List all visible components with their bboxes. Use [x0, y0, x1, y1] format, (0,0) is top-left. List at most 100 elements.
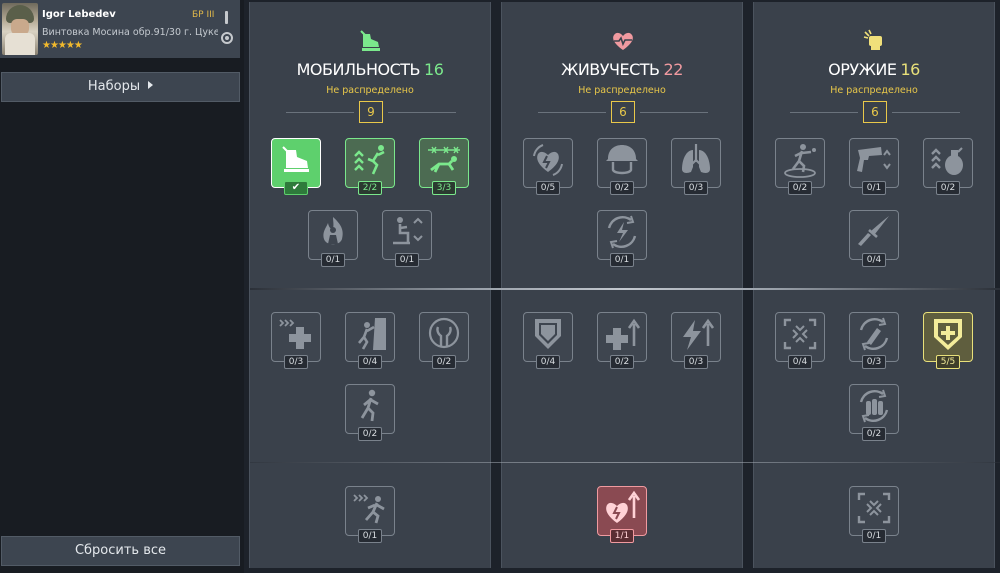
ammo-icon	[859, 389, 889, 423]
skill-badge: 0/2	[610, 181, 634, 195]
skill-ammo[interactable]: 0/2	[849, 384, 899, 441]
reload-icon	[859, 317, 889, 351]
triangle-right-icon	[148, 81, 154, 89]
skill-focus[interactable]: 0/1	[849, 486, 899, 543]
avatar	[2, 3, 38, 55]
skill-badge: 2/2	[358, 181, 382, 195]
skill-badge: 5/5	[936, 355, 960, 369]
regen-icon	[607, 215, 637, 249]
sprint-medkit-icon	[279, 319, 311, 349]
skill-lamp[interactable]: 0/2	[419, 312, 469, 369]
skill-badge: 0/2	[788, 181, 812, 195]
skill-badge: 0/1	[862, 181, 886, 195]
skill-shield[interactable]: 0/4	[523, 312, 573, 369]
lungs-icon	[682, 144, 710, 173]
sets-button[interactable]: Наборы	[1, 72, 240, 102]
character-card[interactable]: Igor Lebedev БР III Винтовка Мосина обр.…	[0, 0, 240, 58]
skill-crouch[interactable]: 0/1	[382, 210, 432, 267]
skill-badge: 0/4	[358, 355, 382, 369]
skill-helmet[interactable]: 0/2	[597, 138, 647, 195]
skill-jump[interactable]: 2/2	[345, 138, 395, 195]
skill-badge: 0/2	[358, 427, 382, 441]
skill-grenade[interactable]: 0/2	[923, 138, 973, 195]
heart-up-icon	[606, 490, 641, 523]
skill-sprint[interactable]: 0/1	[345, 486, 395, 543]
skill-badge: 0/3	[284, 355, 308, 369]
helmet-icon	[606, 145, 638, 175]
skill-badge: 1/1	[610, 529, 634, 543]
crawl-icon	[428, 146, 460, 173]
heart-pulse-icon	[613, 32, 633, 50]
skill-regen[interactable]: 0/1	[597, 210, 647, 267]
skill-climb[interactable]: 0/4	[345, 312, 395, 369]
tier-divider	[250, 288, 1000, 290]
skill-aim[interactable]: 0/4	[775, 312, 825, 369]
skill-fire-resist[interactable]: 0/1	[308, 210, 358, 267]
unallocated-label: Не распределено	[326, 85, 414, 96]
points-box: 6	[863, 101, 887, 123]
skill-runner[interactable]: 0/2	[345, 384, 395, 441]
throw-icon	[784, 144, 816, 178]
character-rank: БР III	[192, 10, 215, 20]
medkit-up-icon	[606, 318, 641, 350]
skill-badge: 0/2	[610, 355, 634, 369]
skill-badge: 0/2	[862, 427, 886, 441]
skill-knife[interactable]: 0/4	[849, 210, 899, 267]
skill-badge: 0/2	[936, 181, 960, 195]
unallocated-label: Не распределено	[830, 85, 918, 96]
fist-icon	[863, 29, 882, 50]
skill-badge: ✔	[284, 181, 308, 195]
boot-icon	[360, 30, 380, 51]
heart-shield-icon	[533, 144, 563, 176]
tier-divider	[250, 462, 1000, 463]
skill-lungs[interactable]: 0/3	[671, 138, 721, 195]
character-weapon: Винтовка Мосина обр.91/30 г. Цуке	[42, 27, 218, 38]
skill-sprint-medkit[interactable]: 0/3	[271, 312, 321, 369]
lamp-icon	[428, 317, 460, 349]
points-box: 9	[359, 101, 383, 123]
left-panel: Igor Lebedev БР III Винтовка Мосина обр.…	[0, 0, 244, 573]
skill-heart-up[interactable]: 1/1	[597, 486, 647, 543]
skill-pistol[interactable]: 0/1	[849, 138, 899, 195]
skill-badge: 0/3	[684, 355, 708, 369]
reset-all-button[interactable]: Сбросить все	[1, 536, 240, 566]
boot-step-icon	[282, 146, 309, 172]
skill-badge: 0/4	[788, 355, 812, 369]
skill-badge: 3/3	[432, 181, 456, 195]
skill-badge: 0/1	[610, 253, 634, 267]
skill-badge: 0/4	[536, 355, 560, 369]
skill-badge: 0/1	[395, 253, 419, 267]
sprint-icon	[353, 494, 385, 524]
skill-badge: 0/1	[862, 529, 886, 543]
skill-crawl[interactable]: 3/3	[419, 138, 469, 195]
skill-energy-up[interactable]: 0/3	[671, 312, 721, 369]
skill-medkit-up[interactable]: 0/2	[597, 312, 647, 369]
skill-badge: 0/5	[536, 181, 560, 195]
knife-icon	[858, 216, 889, 246]
character-name: Igor Lebedev	[42, 9, 116, 20]
shield-icon	[535, 319, 561, 349]
pistol-icon	[857, 147, 891, 172]
skill-badge: 0/1	[358, 529, 382, 543]
skill-shield-plus[interactable]: 5/5	[923, 312, 973, 369]
points-box: 6	[611, 101, 635, 123]
aim-icon	[783, 318, 817, 350]
grenade-icon	[931, 147, 963, 175]
skill-badge: 0/2	[432, 355, 456, 369]
skill-badge: 0/4	[862, 253, 886, 267]
rank-bar-icon	[225, 11, 228, 24]
runner-icon	[360, 389, 379, 422]
skill-boot-step[interactable]: ✔	[271, 138, 321, 195]
shield-plus-icon	[934, 319, 962, 350]
skill-throw[interactable]: 0/2	[775, 138, 825, 195]
skill-reload[interactable]: 0/3	[849, 312, 899, 369]
skill-badge: 0/1	[321, 253, 345, 267]
jump-icon	[354, 145, 385, 175]
focus-icon	[857, 492, 891, 524]
skill-heart-shield[interactable]: 0/5	[523, 138, 573, 195]
